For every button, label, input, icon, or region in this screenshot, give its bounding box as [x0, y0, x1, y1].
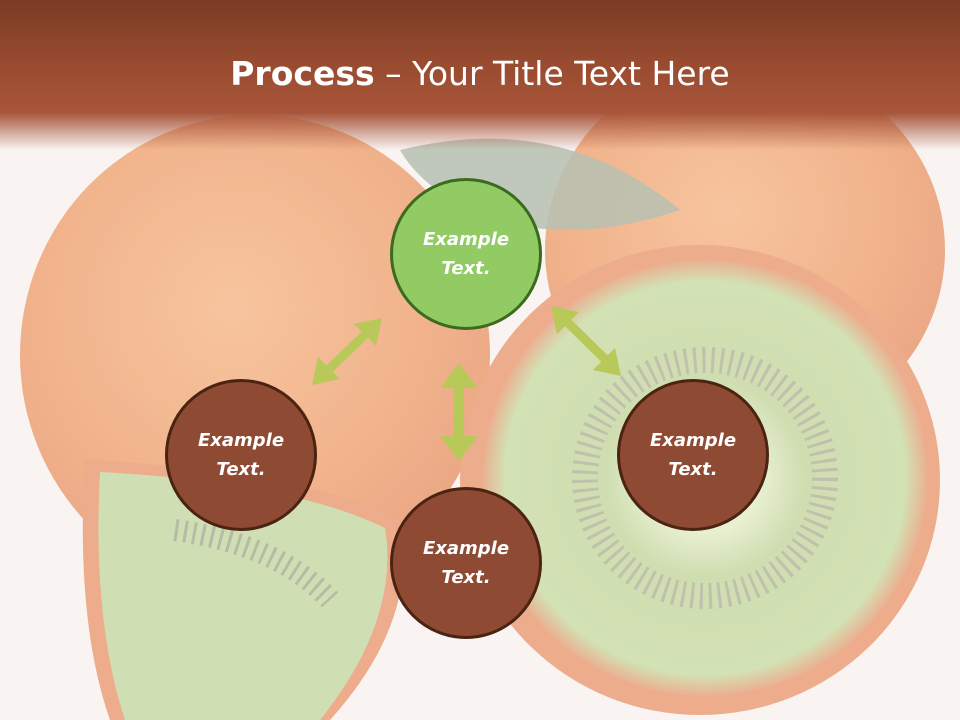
node-bottom-line1: Example: [422, 538, 510, 559]
node-top-line1: Example: [422, 229, 510, 250]
process-node-right[interactable]: Example Text.: [617, 379, 769, 531]
process-node-top[interactable]: Example Text.: [390, 178, 542, 330]
title-bar: [0, 0, 960, 150]
title-rest-part: – Your Title Text Here: [374, 54, 730, 93]
arrow-right-diagonal: [551, 306, 621, 376]
process-node-left[interactable]: Example Text.: [165, 379, 317, 531]
slide-title[interactable]: Process – Your Title Text Here: [0, 52, 960, 96]
node-bottom-line2: Text.: [441, 567, 491, 588]
arrow-vertical: [440, 363, 478, 461]
node-right-line2: Text.: [668, 459, 718, 480]
title-bold-part: Process: [230, 54, 375, 93]
node-top-line2: Text.: [441, 258, 491, 279]
process-node-bottom[interactable]: Example Text.: [390, 487, 542, 639]
node-left-line2: Text.: [216, 459, 266, 480]
node-left-line1: Example: [197, 430, 285, 451]
arrow-left-diagonal: [312, 318, 382, 385]
node-right-line1: Example: [649, 430, 737, 451]
